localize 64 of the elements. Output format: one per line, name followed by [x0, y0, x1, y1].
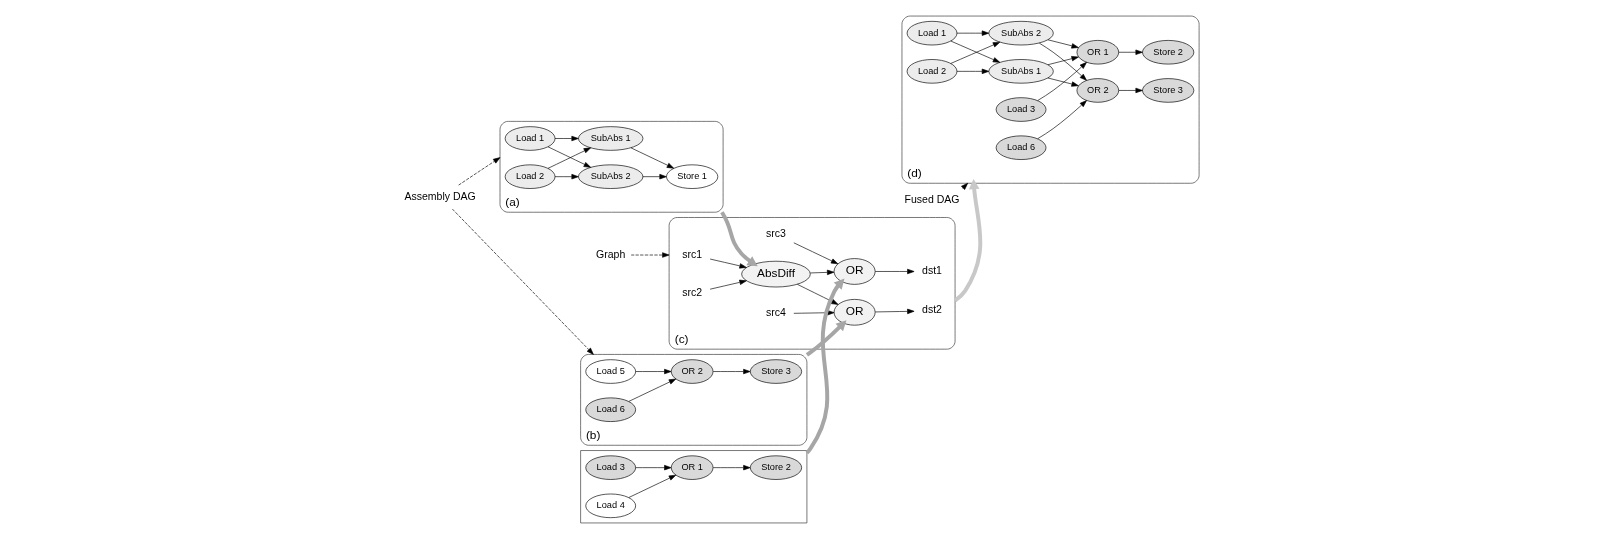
node-ellipse: OR — [833, 299, 875, 326]
arrow — [805, 320, 846, 357]
node-ellipse: SubAbs 1 — [577, 126, 643, 151]
node-text: src3 — [765, 227, 786, 240]
node-ellipse: Store 2 — [1141, 40, 1194, 65]
node-ellipse: Load 4 — [584, 493, 636, 519]
arrow — [634, 465, 671, 471]
node-ellipse: Store 3 — [1141, 78, 1194, 103]
node-ellipse: Load 5 — [584, 359, 636, 384]
arrow — [809, 269, 834, 275]
arrow — [709, 258, 747, 269]
node-ellipse: OR — [833, 258, 875, 285]
node-ellipse: Load 2 — [906, 59, 957, 84]
node-text: dst2 — [921, 303, 942, 316]
node-text: dst1 — [921, 263, 942, 276]
node-ellipse: Load 3 — [584, 455, 636, 480]
node-ellipse: Load 6 — [995, 135, 1046, 160]
arrow — [956, 30, 989, 36]
node-ellipse: Load 1 — [504, 126, 555, 151]
arrow — [709, 279, 747, 290]
arrow — [874, 308, 914, 314]
arrow — [719, 211, 758, 267]
node-text: src2 — [681, 285, 702, 298]
arrow — [1036, 62, 1087, 101]
arrow — [634, 368, 671, 375]
node-ellipse: Load 2 — [504, 164, 555, 189]
arrow — [792, 310, 834, 316]
arrow — [630, 147, 674, 169]
arrow — [1047, 39, 1079, 49]
node-ellipse: Store 2 — [749, 455, 802, 480]
node-ellipse: OR 1 — [1076, 40, 1119, 65]
node-text: src4 — [765, 306, 786, 319]
arrow — [1038, 42, 1087, 81]
cluster — [579, 450, 807, 524]
arrow — [554, 135, 579, 142]
arrow — [641, 174, 667, 180]
arrow — [457, 157, 500, 186]
arrow — [627, 474, 676, 498]
node-text: Fused DAG — [904, 192, 959, 205]
arrow — [1118, 87, 1143, 94]
node-ellipse: Load 3 — [995, 97, 1046, 122]
node-ellipse: Load 1 — [906, 21, 957, 46]
arrow — [712, 465, 750, 471]
arrow — [953, 179, 982, 303]
node-ellipse: Load 6 — [584, 397, 636, 422]
node-text: Graph — [595, 247, 625, 260]
arrow — [956, 68, 989, 74]
node-ellipse: Store 3 — [749, 359, 802, 384]
arrow — [712, 368, 750, 375]
node-text: src1 — [681, 247, 702, 260]
arrow — [451, 208, 594, 355]
arrow — [1047, 56, 1079, 66]
arrow — [804, 278, 844, 455]
arrow — [1047, 77, 1079, 87]
arrow — [627, 378, 676, 402]
node-ellipse: OR 2 — [1076, 78, 1119, 103]
arrow — [554, 174, 579, 180]
arrow — [796, 284, 838, 305]
arrow — [874, 268, 914, 275]
node-text: Assembly DAG — [403, 189, 476, 202]
arrow — [1036, 100, 1087, 140]
arrow — [630, 252, 669, 258]
arrow — [1118, 49, 1143, 55]
arrow — [792, 242, 838, 265]
